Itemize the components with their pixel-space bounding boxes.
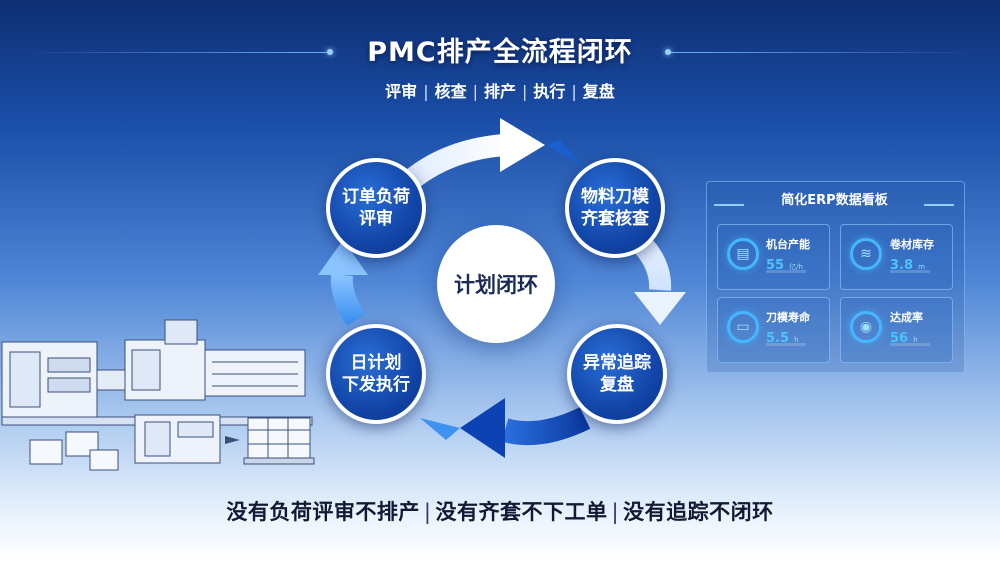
node-daily-plan: 日计划 下发执行	[326, 324, 426, 424]
metric-note-capacity	[766, 270, 806, 273]
arrow-top-head	[500, 118, 545, 172]
arrow-left	[330, 273, 366, 326]
pallet-base	[243, 457, 315, 465]
stack-icon: ≋	[850, 238, 882, 270]
metric-card-die-life	[717, 297, 830, 363]
metric-value-achievement-row: 56 h	[890, 327, 918, 346]
step-check: 核查	[434, 82, 467, 101]
slogan-separator: |	[611, 500, 620, 524]
erp-dashboard-title: 简化ERP数据看板	[781, 192, 888, 208]
node-daily-plan-line1: 日计划	[350, 353, 402, 373]
node-material-check-line2: 齐套核查	[581, 209, 649, 229]
process-steps: 评审 | 核查 | 排产 | 执行 | 复盘	[0, 78, 1000, 102]
node-exception-tracking-line1: 异常追踪	[583, 353, 651, 373]
metric-label-capacity: 机台产能	[766, 238, 810, 251]
step-separator: |	[423, 82, 429, 101]
node-material-check: 物料刀模 齐套核查	[565, 158, 665, 258]
pallet-boxes	[247, 417, 311, 459]
metric-value-die-life-row: 5.5 h	[766, 327, 799, 346]
title-divider-right	[668, 52, 980, 53]
box-3	[89, 449, 119, 471]
arrow-top-accent	[545, 140, 582, 165]
arrow-bottom	[501, 407, 591, 446]
flow-arrow-icon	[225, 436, 240, 444]
arrow-left-head	[318, 240, 368, 275]
dashboard-accent-left	[714, 204, 744, 206]
node-order-review: 订单负荷 评审	[326, 158, 426, 258]
machine-roller-left-2	[47, 377, 91, 393]
metric-value-inventory-row: 3.8 m	[890, 254, 925, 273]
machine-top-middle	[164, 319, 198, 345]
metric-label-die-life: 刀模寿命	[766, 311, 810, 324]
slogan-load-review: 没有负荷评审不排产	[226, 500, 420, 524]
page-title: PMC排产全流程闭环	[367, 37, 633, 68]
node-order-review-line1: 订单负荷	[342, 187, 410, 207]
node-order-review-line2: 评审	[359, 209, 393, 229]
metric-unit-achievement: h	[913, 336, 918, 344]
metric-value-achievement: 56	[890, 331, 909, 346]
machine-panel-middle	[131, 349, 161, 391]
title-divider-left	[20, 52, 330, 53]
metric-value-capacity: 55	[766, 258, 785, 273]
step-separator: |	[571, 82, 577, 101]
metric-unit-capacity: 亿/h	[789, 263, 803, 271]
factory-illustration	[1, 319, 315, 471]
slogan-kitting: 没有齐套不下工单	[435, 500, 608, 524]
metric-label-achievement: 达成率	[890, 311, 923, 324]
step-schedule: 排产	[483, 82, 516, 101]
arrow-bottom-accent	[420, 418, 460, 440]
box-1	[29, 439, 63, 465]
arrow-bottom-head	[460, 398, 505, 458]
center-label: 计划闭环	[437, 225, 555, 343]
dashboard-accent-right	[924, 204, 954, 206]
node-exception-tracking-line2: 复盘	[600, 375, 634, 395]
machine-roller-left	[47, 357, 91, 373]
machine-icon: ▤	[727, 238, 759, 270]
metric-label-inventory: 卷材库存	[890, 238, 934, 251]
node-exception-tracking: 异常追踪 复盘	[567, 324, 667, 424]
box-icon: ▭	[727, 311, 759, 343]
metric-note-die-life	[766, 343, 806, 346]
metric-note-achievement	[890, 343, 930, 346]
node-material-check-line1: 物料刀模	[581, 187, 649, 207]
machine-panel-left	[9, 351, 41, 408]
title-divider-left-dot	[327, 49, 333, 55]
step-review: 评审	[385, 82, 418, 101]
metric-value-inventory: 3.8	[890, 258, 914, 273]
footer-slogans: 没有负荷评审不排产|没有齐套不下工单|没有追踪不闭环	[0, 496, 1000, 526]
metric-note-inventory	[890, 270, 930, 273]
metric-unit-die-life: h	[794, 336, 799, 344]
step-execute: 执行	[533, 82, 566, 101]
metric-value-die-life: 5.5	[766, 331, 790, 346]
metric-card-inventory	[840, 224, 953, 290]
title-divider-right-dot	[665, 49, 671, 55]
metric-unit-inventory: m	[918, 263, 925, 271]
step-retrospect: 复盘	[582, 82, 615, 101]
slogan-tracking: 没有追踪不闭环	[623, 500, 774, 524]
step-separator: |	[522, 82, 528, 101]
step-separator: |	[472, 82, 478, 101]
target-icon: ◉	[850, 311, 882, 343]
slogan-separator: |	[423, 500, 432, 524]
arrow-right-head	[634, 292, 686, 325]
node-daily-plan-line2: 下发执行	[342, 375, 410, 395]
metric-value-capacity-row: 55 亿/h	[766, 254, 803, 273]
machine-body-right	[204, 349, 306, 397]
